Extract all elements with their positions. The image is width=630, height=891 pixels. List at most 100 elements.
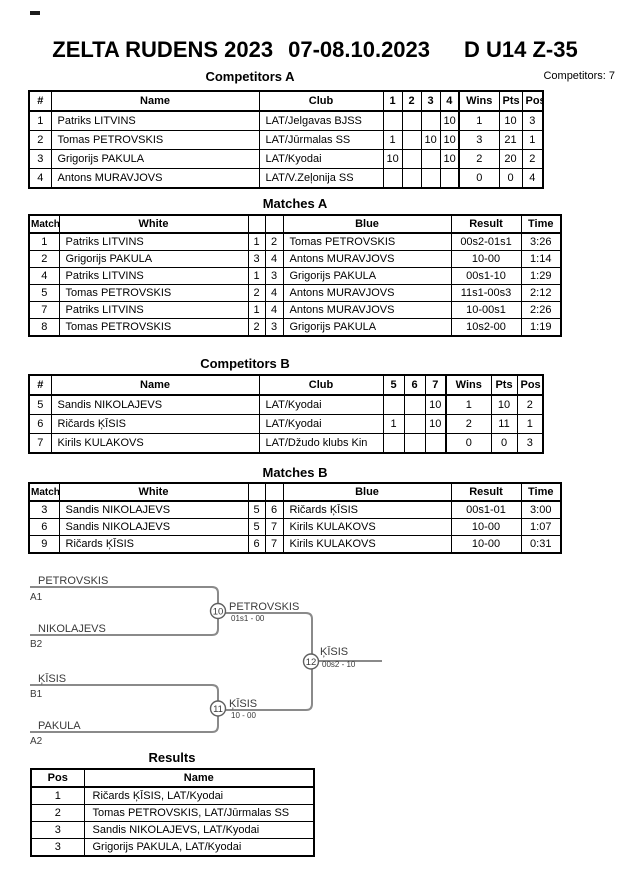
column-header: Name <box>50 374 260 396</box>
table-cell: 3 <box>247 250 266 268</box>
bracket-match10-node <box>209 602 227 620</box>
header-row: #NameClub1234WinsPtsPos <box>28 90 544 112</box>
table-cell: 3 <box>28 500 60 519</box>
table-cell <box>382 394 405 415</box>
table-cell: 10-00 <box>450 535 522 554</box>
table-cell <box>420 168 441 189</box>
table-cell <box>401 168 422 189</box>
table-cell: Ričards ĶĪSIS <box>58 535 249 554</box>
table-cell: 3:26 <box>520 232 562 251</box>
table-cell: Kirils KULAKOVS <box>50 433 260 454</box>
table-cell: Tomas PETROVSKIS <box>58 318 249 337</box>
table-cell: 3 <box>30 821 85 839</box>
bracket-final-winner: ĶĪSIS <box>320 646 348 658</box>
table-cell: 10 <box>439 110 460 131</box>
table-cell: 00s1-10 <box>450 267 522 285</box>
column-header: Blue <box>282 482 452 502</box>
column-header: Name <box>50 90 260 112</box>
table-cell: 1 <box>247 267 266 285</box>
table-cell <box>401 130 422 150</box>
table-cell: 10 <box>439 130 460 150</box>
bracket-slot-a2-name: PAKULA <box>38 720 81 732</box>
table-cell: 0 <box>445 433 492 454</box>
table-cell: 11 <box>490 414 518 434</box>
table-cell: 4 <box>264 250 284 268</box>
table-cell: 3 <box>264 267 284 285</box>
column-header: Blue <box>282 214 452 234</box>
column-header: 7 <box>424 374 447 396</box>
table-cell <box>439 168 460 189</box>
table-cell: 3 <box>521 110 544 131</box>
table-cell: 2 <box>458 149 500 169</box>
table-cell: 0 <box>458 168 500 189</box>
table-cell: 1 <box>247 232 266 251</box>
table-cell: 1 <box>382 130 403 150</box>
table-cell: 0:31 <box>520 535 562 554</box>
table-cell <box>401 110 422 131</box>
column-header: Pos <box>521 90 544 112</box>
column-header: Time <box>520 214 562 234</box>
bracket-semifinal2-winner-line <box>218 666 313 711</box>
section-title-matches-b: Matches B <box>262 465 328 480</box>
table-cell: Patriks LITVINS <box>58 301 249 319</box>
table-cell: 1 <box>458 110 500 131</box>
bracket-semifinal2-score: 10 - 00 <box>231 711 256 720</box>
table-cell: Ričards ĶĪSIS, LAT/Kyodai <box>83 786 315 805</box>
column-header: Pos <box>516 374 544 396</box>
table-cell: 1 <box>445 394 492 415</box>
table-cell: 4 <box>521 168 544 189</box>
table-cell: 7 <box>264 518 284 536</box>
table-cell: LAT/Džudo klubs Kin <box>258 433 384 454</box>
table-cell: 1 <box>28 232 60 251</box>
column-header: White <box>58 214 249 234</box>
column-header: Club <box>258 374 384 396</box>
table-cell: 1 <box>516 414 544 434</box>
table-cell: Sandis NIKOLAJEVS, LAT/Kyodai <box>83 821 315 839</box>
table-cell <box>403 394 426 415</box>
table-cell <box>401 149 422 169</box>
table-cell: 1 <box>521 130 544 150</box>
bracket-slot-b2-name: NIKOLAJEVS <box>38 623 106 635</box>
table-cell: Grigorijs PAKULA <box>282 318 452 337</box>
table-cell: 2 <box>264 232 284 251</box>
table-cell: 9 <box>28 535 60 554</box>
bracket-semifinal2-winner: ĶĪSIS <box>229 698 257 710</box>
column-header: Result <box>450 214 522 234</box>
column-header: 1 <box>382 90 403 112</box>
table-cell: 2 <box>516 394 544 415</box>
table-cell: 10 <box>382 149 403 169</box>
table-cell: 2 <box>247 318 266 337</box>
table-cell: 10-00s1 <box>450 301 522 319</box>
column-header: Time <box>520 482 562 502</box>
table-cell: LAT/V.Zeļonija SS <box>258 168 384 189</box>
column-header <box>264 214 284 234</box>
table-cell: 5 <box>247 500 266 519</box>
bracket-match11-number: 11 <box>213 704 223 715</box>
scan-artifact <box>30 11 40 15</box>
bracket-slot-a1-name: PETROVSKIS <box>38 575 108 587</box>
table-cell: 2:12 <box>520 284 562 302</box>
table-cell: 5 <box>28 284 60 302</box>
table-cell: 2 <box>445 414 492 434</box>
table-cell: 00s2-01s1 <box>450 232 522 251</box>
column-header: Result <box>450 482 522 502</box>
table-cell: 2 <box>247 284 266 302</box>
section-title-results: Results <box>148 750 196 765</box>
column-header <box>247 214 266 234</box>
table-cell: Grigorijs PAKULA <box>58 250 249 268</box>
table-cell: 4 <box>28 267 60 285</box>
table-cell: Sandis NIKOLAJEVS <box>58 500 249 519</box>
table-cell: Antons MURAVJOVS <box>50 168 260 189</box>
final-bracket: PETROVSKIS A1 NIKOLAJEVS B2 ĶĪSIS B1 PAK… <box>30 575 382 747</box>
column-header: Pts <box>490 374 518 396</box>
column-header <box>247 482 266 502</box>
table-cell: Grigorijs PAKULA, LAT/Kyodai <box>83 838 315 857</box>
bracket-slot-b1-name: ĶĪSIS <box>38 673 66 685</box>
table-cell: 3 <box>458 130 500 150</box>
